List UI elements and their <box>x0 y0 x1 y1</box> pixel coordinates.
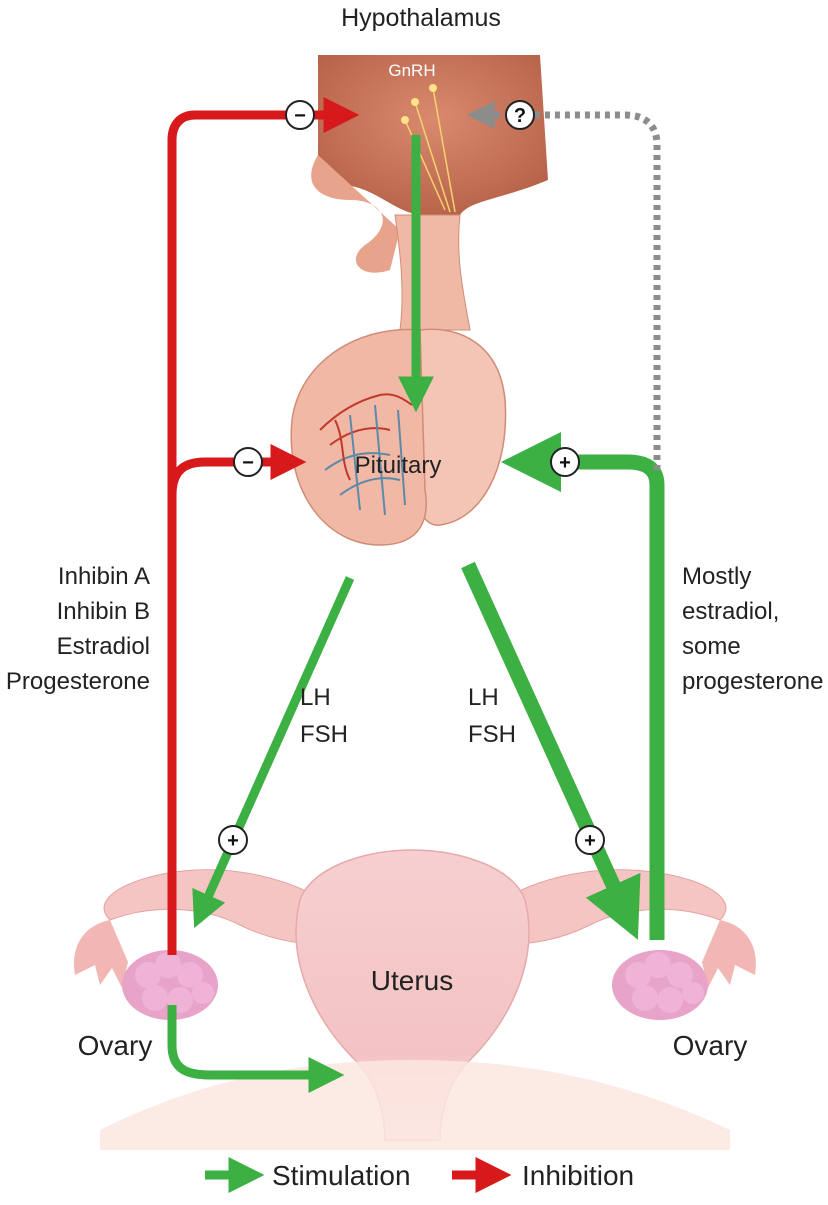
label-lh-right: LH <box>468 684 499 711</box>
badge-plus-left: + <box>218 825 248 855</box>
fimbriae-left <box>74 920 128 988</box>
badge-minus-pituitary: − <box>233 447 263 477</box>
hypothalamus-tissue <box>318 55 548 215</box>
uterus-shading <box>100 1060 730 1150</box>
sign-badges: − − ? + + + <box>218 100 605 855</box>
legend-stimulation-label: Stimulation <box>272 1160 411 1191</box>
label-ovary-left: Ovary <box>78 1030 153 1061</box>
label-uterus: Uterus <box>371 965 453 996</box>
ovary-right-shape <box>612 950 708 1020</box>
label-hypothalamus: Hypothalamus <box>341 4 501 32</box>
badge-plus-pituitary: + <box>550 447 580 477</box>
pituitary-stalk <box>394 214 471 331</box>
svg-text:+: + <box>559 452 571 474</box>
svg-text:?: ? <box>514 105 526 127</box>
inhibitor-item: Estradiol <box>57 633 150 660</box>
svg-text:−: − <box>294 105 306 127</box>
svg-text:+: + <box>584 830 596 852</box>
optic-chiasm <box>311 155 400 273</box>
stimulator-item: progesterone <box>682 668 823 695</box>
legend: Stimulation Inhibition <box>205 1157 634 1193</box>
stimulator-item: estradiol, <box>682 598 779 625</box>
feedback-arrows <box>167 97 665 1093</box>
stimulator-item: Mostly <box>682 563 751 590</box>
diagram-labels: Hypothalamus GnRH Pituitary LH FSH LH FS… <box>6 4 824 1061</box>
ovary-to-uterus-arrow <box>167 1005 345 1093</box>
svg-text:+: + <box>227 830 239 852</box>
uterus-body <box>295 849 530 1141</box>
label-fsh-right: FSH <box>468 721 516 748</box>
badge-plus-right: + <box>575 825 605 855</box>
inhibition-arrow-pituitary <box>167 444 307 496</box>
lh-fsh-arrow-right <box>461 561 641 940</box>
legend-inhibition-label: Inhibition <box>522 1160 634 1191</box>
label-fsh-left: FSH <box>300 721 348 748</box>
lh-fsh-arrow-left <box>192 576 355 929</box>
inhibitor-item: Inhibin A <box>58 563 150 590</box>
svg-text:−: − <box>242 452 254 474</box>
inhibitor-item: Progesterone <box>6 668 150 695</box>
positive-feedback-arrow <box>501 432 665 940</box>
posterior-pituitary <box>414 328 507 526</box>
gnrh-neurons <box>401 84 456 213</box>
fimbriae-right <box>702 920 756 988</box>
hypothalamus-pituitary-anatomy <box>290 55 548 546</box>
badge-minus-hypothalamus: − <box>285 100 315 130</box>
label-ovary-right: Ovary <box>673 1030 748 1061</box>
anterior-pituitary <box>290 328 427 546</box>
inhibition-arrow-hypothalamus <box>167 97 360 955</box>
stimulator-item: some <box>682 633 741 660</box>
unknown-feedback-arrow <box>466 101 661 470</box>
inhibitor-item: Inhibin B <box>57 598 150 625</box>
badge-unknown: ? <box>505 100 535 130</box>
inhibitor-list: Inhibin A Inhibin B Estradiol Progestero… <box>6 563 150 695</box>
label-pituitary: Pituitary <box>355 452 442 479</box>
label-lh-left: LH <box>300 684 331 711</box>
label-gnrh: GnRH <box>388 61 435 80</box>
stimulator-list: Mostly estradiol, some progesterone <box>682 563 823 695</box>
